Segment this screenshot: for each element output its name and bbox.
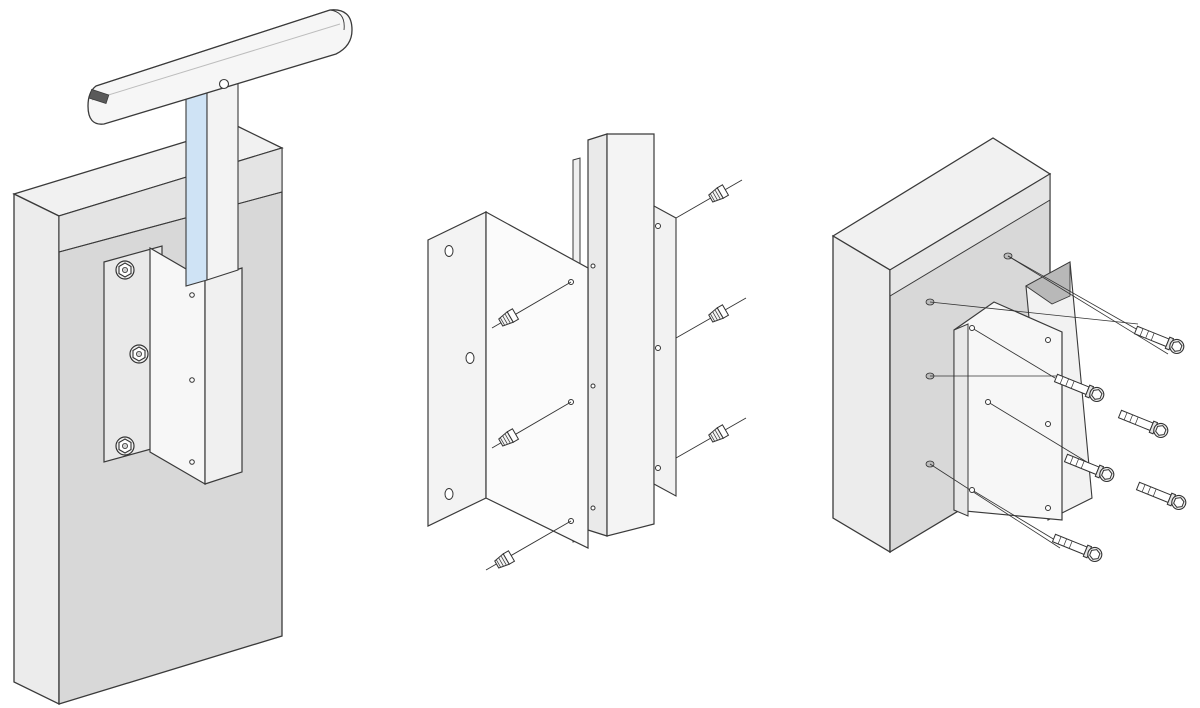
anchor-bolt-icon [1116, 406, 1171, 441]
rail-fixing-screw [218, 78, 230, 90]
slab3-side-face [832, 234, 891, 554]
handrail [87, 9, 353, 125]
assembled-mount-figure [12, 9, 353, 706]
wall-back-plate-top-shade [1025, 261, 1071, 305]
hex-bolt-icon [115, 260, 135, 280]
hex-bolt-icon [129, 344, 149, 364]
glass-panel [185, 89, 208, 287]
slab3-edge-band [889, 173, 1051, 297]
left-bracket-side [485, 210, 589, 549]
hex-bolt-icon [115, 436, 135, 456]
anchor-bolt-icon [707, 424, 729, 445]
right-bracket-plate [653, 205, 677, 497]
anchor-bolt-icon [707, 184, 729, 205]
anchor-bolt-icon [493, 550, 515, 571]
anchor-bolt-icon [707, 304, 729, 325]
slab-side-face [13, 192, 60, 706]
wall-front-plate-edge [953, 323, 969, 517]
anchor-bolt-icon [1132, 322, 1187, 357]
left-bracket-front [427, 211, 487, 527]
anchor-bolt-icon [1134, 478, 1189, 513]
glass-frame-edge [206, 81, 239, 281]
exploded-wall-plate-figure [831, 137, 1189, 565]
exploded-side-mount-figure [427, 133, 747, 571]
central-post-front [606, 133, 655, 537]
bracket-front-flange [204, 267, 243, 485]
wall-front-plate [953, 301, 1063, 521]
central-post-side [587, 133, 608, 537]
